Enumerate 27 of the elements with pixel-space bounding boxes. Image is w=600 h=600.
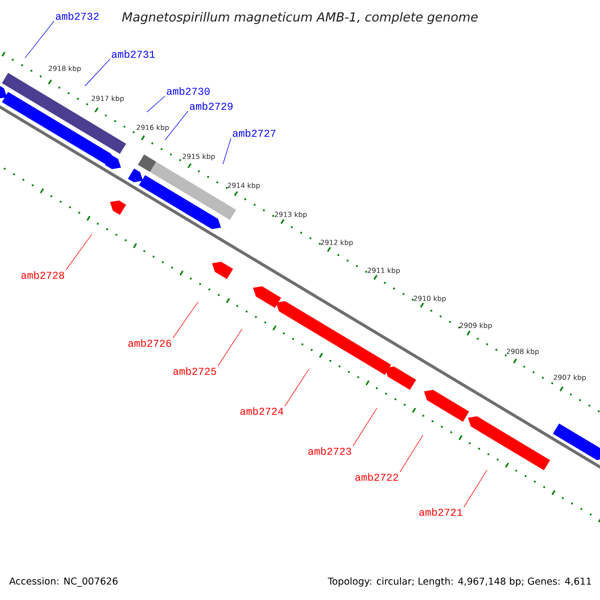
leader-line bbox=[164, 110, 188, 140]
title: Magnetospirillum magneticum AMB-1, complete genome bbox=[122, 12, 478, 24]
gene-label: amb2724 bbox=[240, 407, 284, 415]
gene-label: amb2722 bbox=[355, 473, 398, 481]
leader-line bbox=[84, 58, 110, 86]
genome-info-text: Topology: circular; Length: 4,967,148 bp; Genes: 4,611 bbox=[328, 577, 591, 587]
leader-line bbox=[464, 470, 488, 508]
gene-label: amb2725 bbox=[173, 367, 216, 375]
leader-line bbox=[24, 20, 54, 58]
leader-line bbox=[218, 328, 242, 366]
leader-line bbox=[400, 434, 424, 472]
gene-label: amb2728 bbox=[21, 271, 64, 279]
gene-label: amb2723 bbox=[308, 447, 352, 455]
gene-label: amb2721 bbox=[419, 508, 462, 516]
leader-line bbox=[352, 408, 378, 446]
gene-label: amb2729 bbox=[190, 102, 233, 110]
gene-label: amb2726 bbox=[128, 339, 172, 347]
leader-line bbox=[172, 302, 198, 338]
leader-line bbox=[146, 96, 166, 112]
accession-text: Accession: NC_007626 bbox=[9, 577, 118, 587]
gene-label: amb2727 bbox=[232, 129, 276, 137]
gene-label: amb2731 bbox=[112, 50, 155, 58]
gene-label: amb2730 bbox=[166, 87, 210, 95]
gene-label: amb2732 bbox=[56, 12, 99, 20]
leader-line bbox=[66, 234, 92, 270]
leader-line bbox=[222, 138, 232, 164]
leader-line bbox=[284, 368, 310, 406]
